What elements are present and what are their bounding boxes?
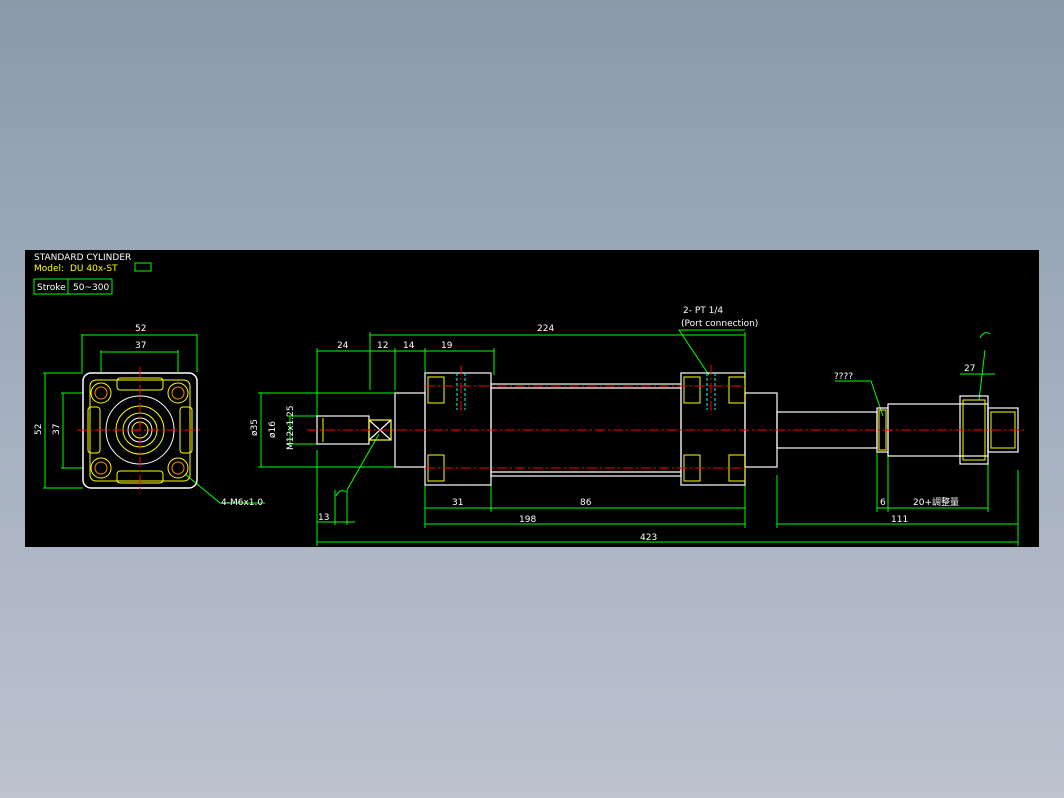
end-view: 52 37 52 37 4-M6x1.0 [34,324,265,508]
dim-86: 86 [580,498,592,508]
end-view-height-dim: 52 [34,424,44,435]
dim-20-adjust: 20+調整量 [913,496,959,508]
dim-12: 12 [377,341,388,351]
dim-111: 111 [891,515,908,525]
drawing-canvas: STANDARD CYLINDER Model: DU 40x-ST Strok… [33,253,1025,546]
model-code-box [134,262,152,272]
end-view-pitch-h-dim: 37 [135,341,146,351]
dim-27: 27 [964,364,975,374]
port-note-sub: (Port connection) [681,319,758,329]
dim-d35: ø35 [250,419,260,436]
dim-19: 19 [441,341,453,351]
stroke-label: Stroke [37,283,66,293]
dim-423: 423 [640,533,657,543]
port-note: 2- PT 1/4 [683,306,723,316]
stroke-table: Stroke 50~300 [33,278,113,295]
dim-224: 224 [537,324,554,334]
dim-d16: ø16 [268,421,278,438]
thread-callout: 4-M6x1.0 [221,498,263,508]
dim-14: 14 [403,341,415,351]
dim-unknown: ???? [834,372,853,382]
cad-viewport[interactable]: STANDARD CYLINDER Model: DU 40x-ST Strok… [25,250,1039,547]
dim-198: 198 [519,515,536,525]
end-view-width-dim: 52 [135,324,146,334]
dim-thread: M12x1.25 [286,405,296,450]
drawing-title: STANDARD CYLINDER [34,253,131,263]
stroke-value: 50~300 [73,283,109,293]
dim-24: 24 [337,341,349,351]
dim-31: 31 [452,498,463,508]
model-label: Model: [34,264,64,274]
end-view-pitch-v-dim: 37 [52,424,62,435]
side-view: 224 24 12 14 19 2- PT 1/4 (Port connecti… [250,306,1025,546]
dim-6: 6 [880,498,886,508]
dim-13: 13 [318,513,329,523]
model-value: DU 40x-ST [70,264,118,274]
